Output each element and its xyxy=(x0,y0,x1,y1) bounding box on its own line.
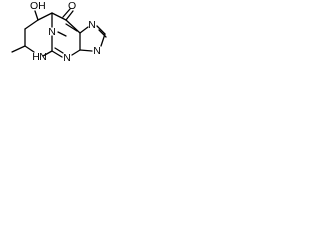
bond-lines xyxy=(11,8,107,58)
bond-n1-c2 xyxy=(96,25,106,35)
bond-c9a-c10 xyxy=(65,19,81,34)
bond-n3-c3a xyxy=(71,49,81,56)
imidazole-upper-nitrogen-label: N xyxy=(88,19,96,31)
bond-c9-c10 xyxy=(51,12,67,21)
bond-c9a-n1 xyxy=(79,26,89,34)
bond-n10-ring-right xyxy=(57,31,67,37)
bond-n3b-c3a xyxy=(79,49,93,52)
bond-c6-methyl xyxy=(11,45,26,53)
amine-nitrogen-label: N xyxy=(39,51,47,63)
bond-c9a-c10-inner xyxy=(65,23,78,32)
bond-c6-n5 xyxy=(24,45,35,53)
bond-c8-oh xyxy=(34,10,39,21)
bond-c10-o-double xyxy=(62,8,71,18)
bridge-nitrogen-label: N xyxy=(48,26,56,38)
atom-labels: OH O N H N N N N xyxy=(30,0,101,64)
bond-c4a-n3 xyxy=(51,50,63,58)
bond-c2-n3b xyxy=(100,33,106,47)
bond-c8-c7 xyxy=(24,19,39,30)
bond-n5-c4a xyxy=(42,50,53,57)
bond-c8-c9 xyxy=(37,12,53,21)
carbonyl-oxygen-label: O xyxy=(68,0,76,12)
bond-c10-o xyxy=(65,10,74,21)
chemical-structure: OH O N H N N N N xyxy=(11,0,107,64)
hydroxyl-label: OH xyxy=(30,0,46,12)
imine-nitrogen-label: N xyxy=(63,52,71,64)
amine-hydrogen-label: H xyxy=(32,51,40,63)
bond-c4a-n3-double xyxy=(54,47,64,54)
imidazole-lower-nitrogen-label: N xyxy=(93,45,101,57)
